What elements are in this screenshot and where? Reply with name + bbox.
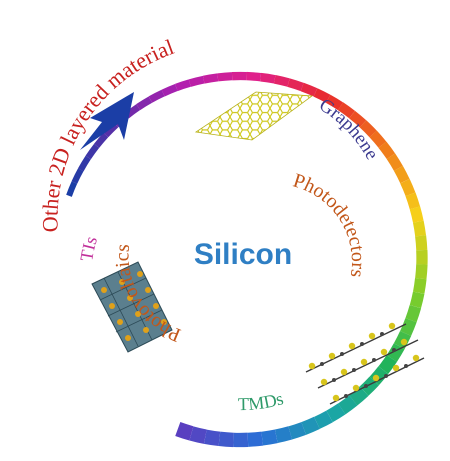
ring-segment — [314, 410, 333, 429]
ring-segment — [189, 426, 207, 444]
ring-segment — [287, 78, 304, 92]
ring-segment — [175, 422, 194, 441]
ring-segment — [300, 82, 318, 97]
ring-segment — [247, 431, 264, 447]
ring-segment — [337, 102, 356, 119]
ring-segment — [301, 416, 320, 435]
ring-segment — [217, 72, 233, 82]
ring-segment — [66, 181, 78, 197]
ring-segment — [136, 96, 153, 111]
ring-segment — [359, 120, 377, 138]
rainbow-ring — [66, 71, 428, 448]
ring-segment — [85, 143, 100, 160]
ring-segment — [386, 153, 403, 171]
label-tis: TIs — [76, 234, 101, 263]
ring-segment — [148, 89, 165, 103]
arrow-head-icon — [80, 92, 134, 150]
ring-segment — [386, 343, 405, 362]
ring-segment — [325, 94, 344, 111]
ring-segment — [273, 75, 290, 87]
ring-segment — [174, 79, 191, 92]
ring-segment — [400, 318, 417, 336]
ring-segment — [412, 220, 427, 237]
ring-segment — [409, 206, 424, 223]
ring-segment — [313, 88, 331, 103]
ring-segment — [405, 192, 421, 210]
ring-segment — [400, 178, 416, 197]
ring-segment — [260, 72, 276, 84]
ring-segment — [369, 366, 389, 386]
ring-segment — [338, 395, 358, 415]
ring-segment — [415, 235, 428, 251]
ring-segment — [274, 426, 293, 444]
ring-segment — [393, 165, 410, 184]
ring-segment — [412, 277, 427, 294]
ring-segment — [161, 83, 178, 97]
ring-segment — [349, 110, 367, 128]
ring-segment — [78, 155, 91, 172]
ring-segment — [369, 130, 387, 148]
ring-segment — [202, 73, 219, 84]
center-label: Silicon — [194, 238, 292, 271]
ring-segment — [409, 291, 425, 309]
ring-segment — [246, 71, 262, 82]
ring-segment — [218, 431, 234, 448]
label-tmds: TMDs — [238, 388, 286, 414]
ring-segment — [188, 75, 205, 87]
ring-segment — [378, 355, 397, 374]
ring-segment — [288, 422, 307, 440]
ring-segment — [405, 304, 422, 323]
ring-segment — [378, 141, 396, 160]
tmd-layered-structure-icon — [305, 322, 425, 405]
graphene-lattice-icon — [194, 91, 314, 141]
label-photodetectors: Photodetectors — [291, 170, 370, 279]
ring-segment — [261, 429, 278, 446]
ring-segment — [203, 429, 221, 447]
ring-segment — [71, 168, 84, 184]
ring-segment — [349, 386, 369, 406]
ring-segment — [359, 376, 379, 396]
ring-segment — [93, 132, 109, 148]
topological-insulator-crystal-icon — [91, 261, 173, 353]
label-other-2d-materials: Other 2D layered materials — [0, 0, 177, 233]
ring-segment — [326, 403, 346, 423]
ring-segment — [415, 264, 428, 280]
